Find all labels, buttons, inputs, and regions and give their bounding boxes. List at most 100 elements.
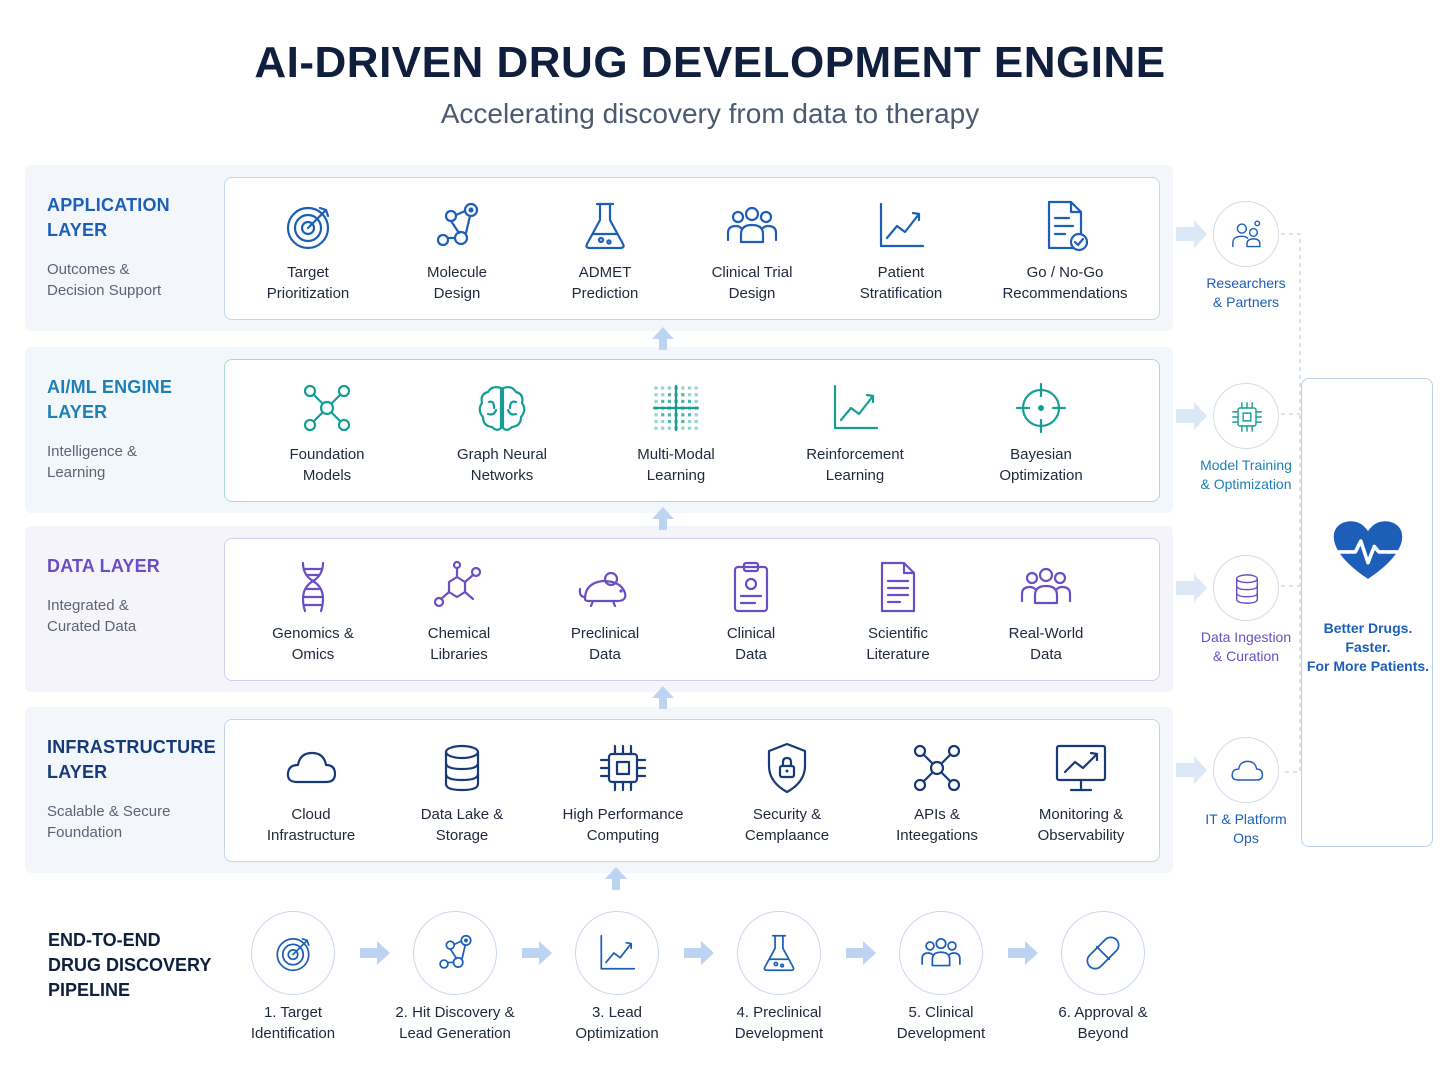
layer-item: Target Prioritization — [223, 198, 393, 304]
brain-icon — [478, 386, 526, 431]
chip-icon — [599, 744, 647, 792]
item-label: Multi-Modal Learning — [637, 446, 715, 484]
layer-item: Data Lake & Storage — [377, 740, 547, 846]
page-subtitle: Accelerating discovery from data to ther… — [440, 98, 980, 129]
side-node-label: Researchers & Partners — [1206, 275, 1286, 310]
document-icon — [880, 561, 916, 613]
item-label: Reinforcement Learning — [806, 446, 904, 484]
monitor-chart-icon — [1055, 744, 1107, 792]
pill-icon — [1086, 936, 1120, 970]
item-label: Clinical Trial Design — [711, 264, 793, 302]
layer-item: Security & Cemplaance — [702, 740, 872, 846]
layer-description: Integrated & Curated Data — [47, 597, 137, 635]
pipeline-stage — [251, 911, 335, 995]
item-label: Genomics & Omics — [272, 625, 354, 663]
cloud-icon — [1231, 760, 1264, 781]
arrow-right-icon — [1008, 941, 1038, 965]
item-label: Graph Neural Networks — [456, 446, 548, 484]
layer-0: APPLICATION LAYER Outcomes & Decision Sup… — [25, 165, 1173, 331]
layer-name: AI/ML ENGINE LAYER — [47, 377, 173, 422]
arrow-right-icon — [522, 941, 552, 965]
chevron-right-icon — [1176, 220, 1207, 248]
dna-icon — [301, 561, 325, 613]
side-node-label: IT & Platform Ops — [1205, 811, 1287, 846]
arrow-right-icon — [360, 941, 390, 965]
clipboard-icon — [733, 561, 769, 613]
layer-item: Graph Neural Networks — [417, 380, 587, 486]
target-icon — [276, 937, 310, 972]
item-label: Foundation Models — [289, 446, 365, 484]
layer-item: Go / No-Go Recommendations — [980, 198, 1150, 304]
pipeline-stage — [899, 911, 983, 995]
chevron-right-icon — [1176, 756, 1207, 784]
pipeline-stage-label: 3. Lead Optimization — [575, 1004, 659, 1042]
layer-item: Bayesian Optimization — [956, 380, 1126, 486]
people-group-icon — [726, 206, 778, 244]
hexagon-molecule-icon — [433, 560, 482, 608]
connector-line — [1281, 233, 1301, 773]
side-node — [1213, 555, 1279, 621]
side-node — [1213, 737, 1279, 803]
molecule-icon — [436, 202, 479, 247]
side-node — [1213, 201, 1279, 267]
layer-item: Multi-Modal Learning — [591, 380, 761, 486]
item-label: Patient Stratification — [859, 264, 943, 302]
layer-description: Intelligence & Learning — [47, 443, 138, 481]
researchers-icon — [1232, 220, 1261, 248]
layer-item: Clinical Data — [666, 559, 836, 665]
up-arrow-icon — [652, 686, 674, 709]
layer-item: Clinical Trial Design — [667, 198, 837, 304]
arrow-right-icon — [684, 941, 714, 965]
layer-name: INFRASTRUCTURE LAYER — [47, 737, 216, 782]
heart-pulse-icon — [1333, 521, 1403, 579]
side-node — [1213, 383, 1279, 449]
pipeline-stage — [575, 911, 659, 995]
item-label: Preclinical Data — [570, 625, 640, 663]
layer-card: Target Prioritization Molecule Design ADME… — [224, 177, 1160, 320]
people-group-icon — [921, 937, 961, 967]
mouse-icon — [578, 571, 627, 608]
crosshair-icon — [1015, 382, 1067, 434]
item-label: Clinical Data — [726, 625, 776, 663]
outcome-panel: Better Drugs. Faster. For More Patients. — [1301, 378, 1433, 847]
layer-item: Patient Stratification — [816, 198, 986, 304]
layer-item: Molecule Design — [372, 198, 542, 304]
side-node-label: Data Ingestion & Curation — [1200, 629, 1292, 664]
target-icon — [286, 206, 330, 250]
item-label: Cloud Infrastructure — [266, 806, 356, 844]
database-icon — [444, 744, 480, 792]
side-node-label: Model Training & Optimization — [1200, 457, 1292, 492]
layer-description: Scalable & Secure Foundation — [47, 803, 171, 841]
database-icon — [1236, 574, 1258, 604]
line-chart-icon — [833, 384, 879, 430]
layer-item: Chemical Libraries — [374, 559, 544, 665]
flask-icon — [763, 934, 795, 972]
item-label: Data Lake & Storage — [420, 806, 504, 844]
item-label: Molecule Design — [426, 264, 488, 302]
layer-item: Real-World Data — [961, 559, 1131, 665]
layer-description: Outcomes & Decision Support — [47, 261, 162, 299]
layer-item: Preclinical Data — [520, 559, 690, 665]
layer-item: Reinforcement Learning — [770, 380, 940, 486]
flask-icon — [585, 202, 625, 250]
molecule-icon — [439, 934, 472, 969]
layer-item: ADMET Prediction — [520, 198, 690, 304]
pipeline-stage-label: 4. Preclinical Development — [734, 1004, 824, 1042]
line-chart-icon — [600, 934, 636, 970]
pipeline-stage-label: 6. Approval & Beyond — [1058, 1004, 1148, 1042]
page-title: AI-DRIVEN DRUG DEVELOPMENT ENGINE — [254, 38, 1166, 87]
layer-item: Genomics & Omics — [228, 559, 398, 665]
dot-burst-icon — [652, 384, 700, 432]
layer-3: INFRASTRUCTURE LAYER Scalable & Secure Fo… — [25, 707, 1173, 873]
shield-lock-icon — [767, 742, 807, 794]
item-label: Security & Cemplaance — [744, 806, 830, 844]
pipeline-stage — [413, 911, 497, 995]
item-label: Target Prioritization — [266, 264, 350, 302]
layer-item: Foundation Models — [242, 380, 412, 486]
arrow-right-icon — [846, 941, 876, 965]
up-arrow-icon — [652, 327, 674, 350]
cloud-icon — [286, 751, 337, 784]
layer-name: APPLICATION LAYER — [47, 195, 170, 240]
pipeline-stage-label: 5. Clinical Development — [896, 1004, 986, 1042]
